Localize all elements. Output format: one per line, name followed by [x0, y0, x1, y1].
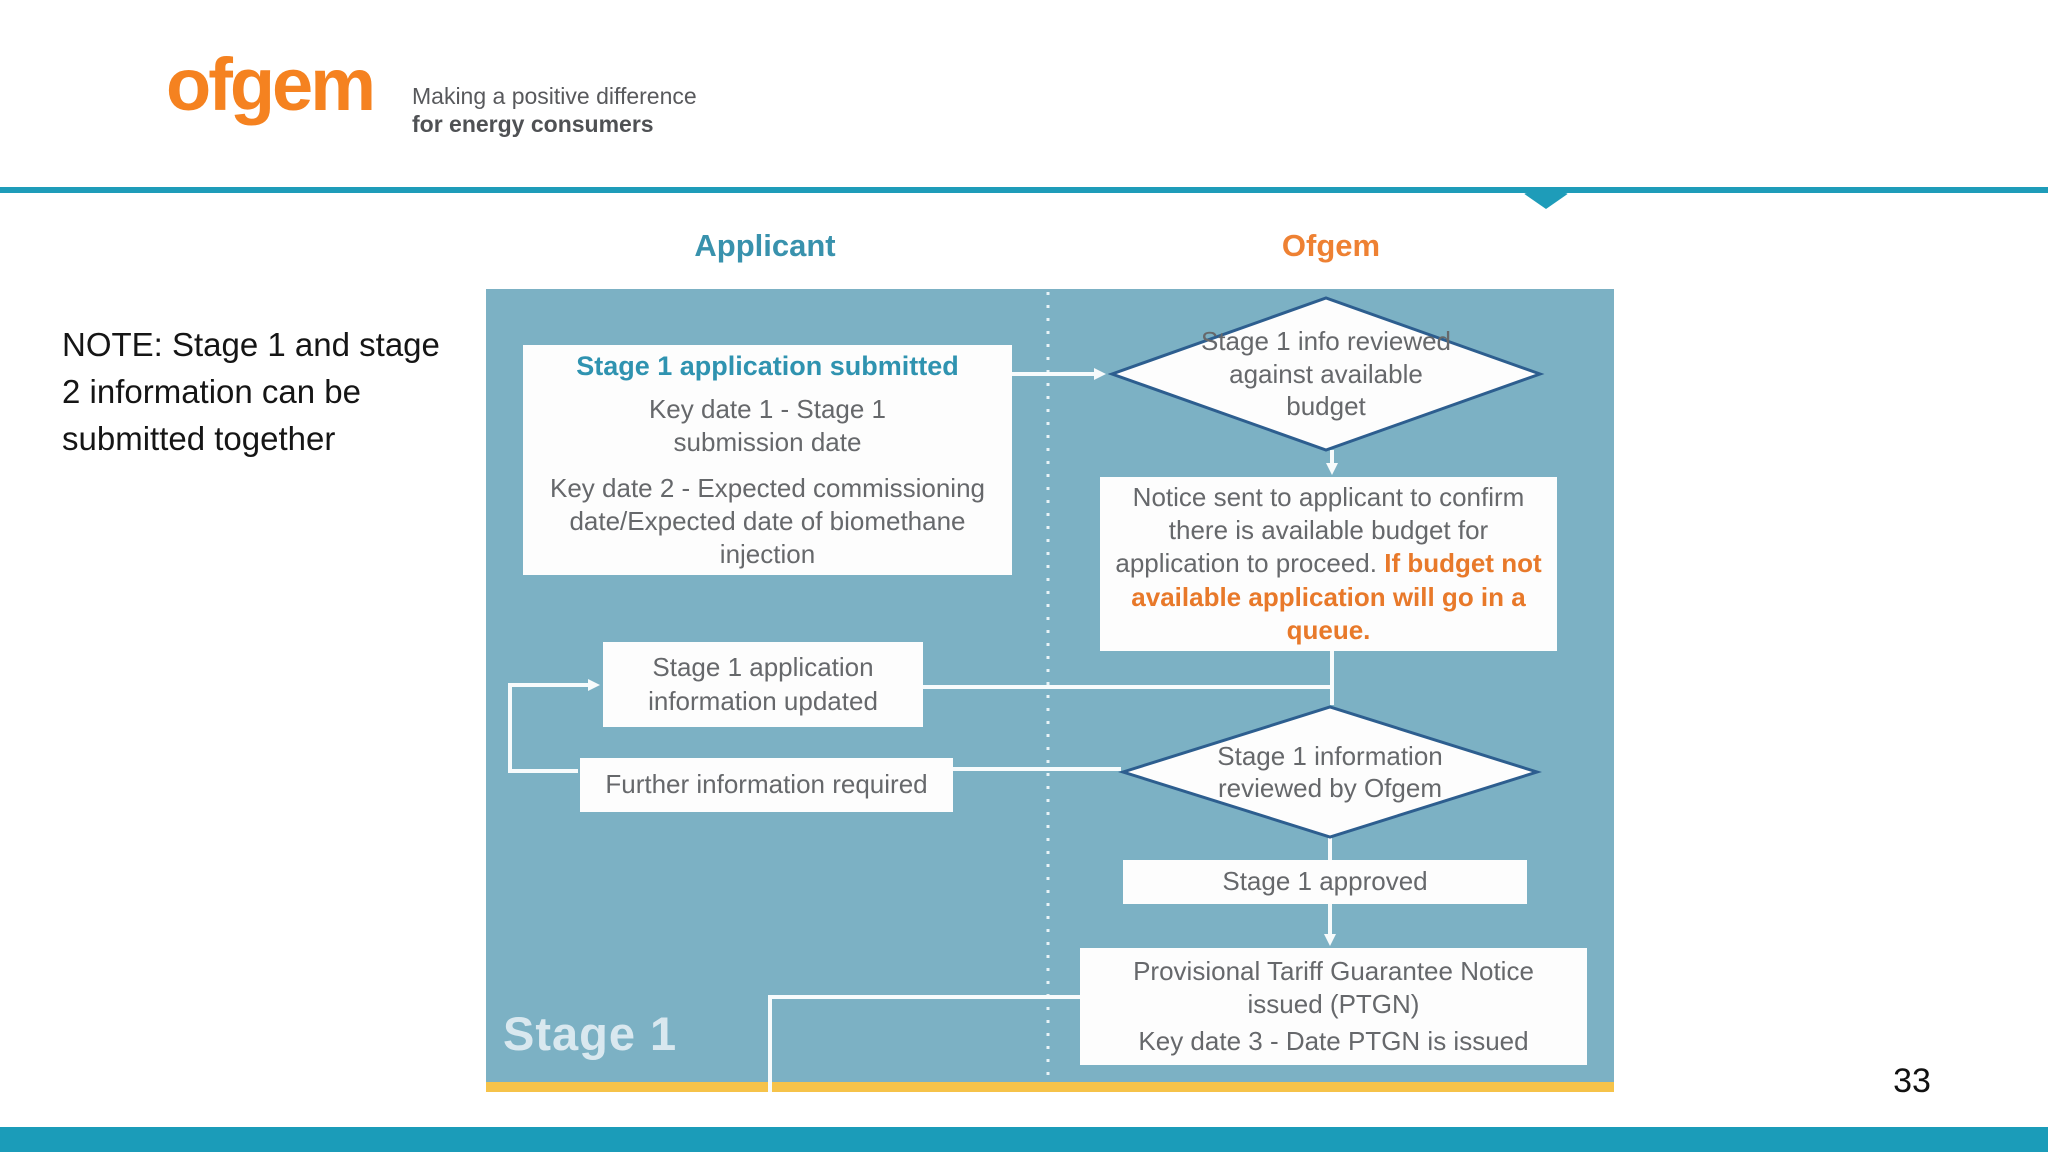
panel-bottom-accent — [486, 1082, 1614, 1092]
key-date-1-text: Key date 1 - Stage 1 submission date — [648, 394, 887, 458]
ptgn-line1-text: Provisional Tariff Guarantee Notice issu… — [1133, 955, 1534, 1019]
box-stage1-approved: Stage 1 approved — [1123, 860, 1527, 904]
box-further-info: Further information required — [580, 758, 953, 812]
box-budget-notice-text: Notice sent to applicant to confirm ther… — [1114, 481, 1543, 647]
notice-orange-text: If budget not available application will… — [1131, 548, 1542, 645]
box-info-updated-text: Stage 1 application information updated — [648, 652, 878, 716]
box-ptgn-issued: Provisional Tariff Guarantee Notice issu… — [1080, 948, 1587, 1065]
column-header-applicant: Applicant — [694, 228, 836, 263]
divider-triangle-icon — [1523, 193, 1569, 209]
key-date-3-text: Key date 3 - Date PTGN is issued — [1138, 1026, 1529, 1057]
box-budget-notice: Notice sent to applicant to confirm ther… — [1100, 477, 1557, 651]
footer-bar — [0, 1127, 2048, 1152]
diamond-budget-review-text: Stage 1 info reviewed against available … — [1200, 326, 1452, 422]
box-further-info-text: Further information required — [605, 769, 928, 800]
header-divider-rule — [0, 187, 2048, 193]
stage-label: Stage 1 — [503, 1007, 678, 1060]
note-text: NOTE: Stage 1 and stage 2 information ca… — [62, 326, 440, 457]
notice-gray-text: Notice sent to applicant to confirm ther… — [1115, 481, 1525, 579]
page-number: 33 — [1893, 1062, 1931, 1100]
tagline-line1: Making a positive difference — [412, 83, 697, 109]
tagline-line2: for energy consumers — [412, 111, 654, 138]
diamond-ofgem-review-text: Stage 1 information reviewed by Ofgem — [1217, 740, 1443, 804]
box-stage1-submitted-title: Stage 1 application submitted — [576, 350, 959, 381]
box-info-updated: Stage 1 application information updated — [603, 642, 923, 727]
box-stage1-approved-text: Stage 1 approved — [1222, 866, 1428, 897]
column-header-ofgem: Ofgem — [1281, 228, 1381, 263]
key-date-2-text: Key date 2 - Expected commissioning date… — [550, 472, 985, 570]
box-stage1-submitted: Stage 1 application submitted Key date 1… — [523, 345, 1012, 575]
logo-tagline: Making a positive difference for energy … — [412, 82, 697, 138]
ofgem-logo: ofgem — [166, 43, 376, 126]
